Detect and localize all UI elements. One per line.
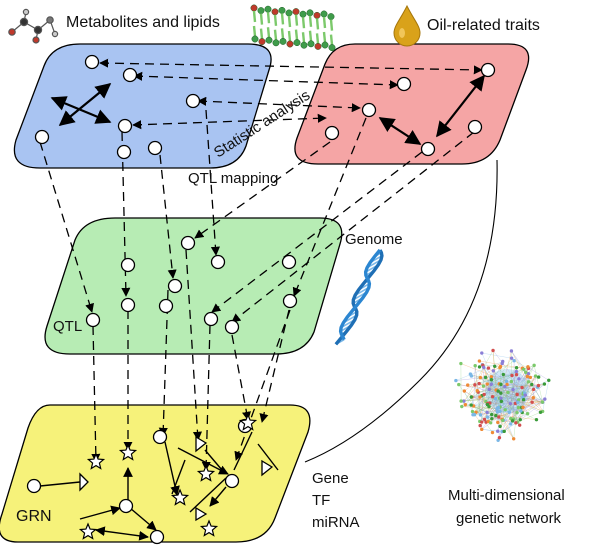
genome-nodes (85, 235, 298, 335)
network-hairball-icon (454, 348, 551, 442)
connector-line (304, 159, 498, 463)
molecule-icon (8, 8, 59, 44)
metabolites-label: Metabolites and lipids (66, 14, 220, 31)
star-node (196, 464, 216, 482)
genome-layer (44, 217, 343, 355)
genome-label: Genome (345, 231, 403, 248)
mirna-label: miRNA (312, 514, 360, 531)
dashed-arrows (39, 58, 483, 471)
star-node (86, 452, 106, 470)
lipid-icon (250, 4, 336, 52)
grn-label: GRN (16, 508, 52, 525)
dna-helix-icon (334, 248, 384, 346)
tf-label: TF (312, 492, 330, 509)
metabolite-nodes (34, 54, 201, 160)
grn-star-nodes (78, 413, 258, 540)
star-node (238, 413, 258, 431)
qtl-label: QTL (53, 318, 82, 335)
grn-triangle-nodes (79, 435, 274, 522)
oil-traits-label: Oil-related traits (427, 17, 540, 34)
solid-arrows (50, 74, 485, 145)
grn-edges (39, 431, 279, 541)
qtl-mapping-label: QTL mapping (188, 170, 278, 187)
trait-nodes (324, 62, 496, 157)
star-node (199, 519, 219, 537)
network-caption-line2: genetic network (456, 510, 562, 527)
star-node (78, 522, 98, 540)
star-node (118, 443, 138, 461)
network-caption-line1: Multi-dimensional (448, 487, 565, 504)
gene-label: Gene (312, 470, 349, 487)
trait-layer (294, 43, 530, 165)
star-node (170, 488, 190, 506)
grn-layer (0, 404, 311, 543)
oil-drop-icon (393, 4, 421, 47)
